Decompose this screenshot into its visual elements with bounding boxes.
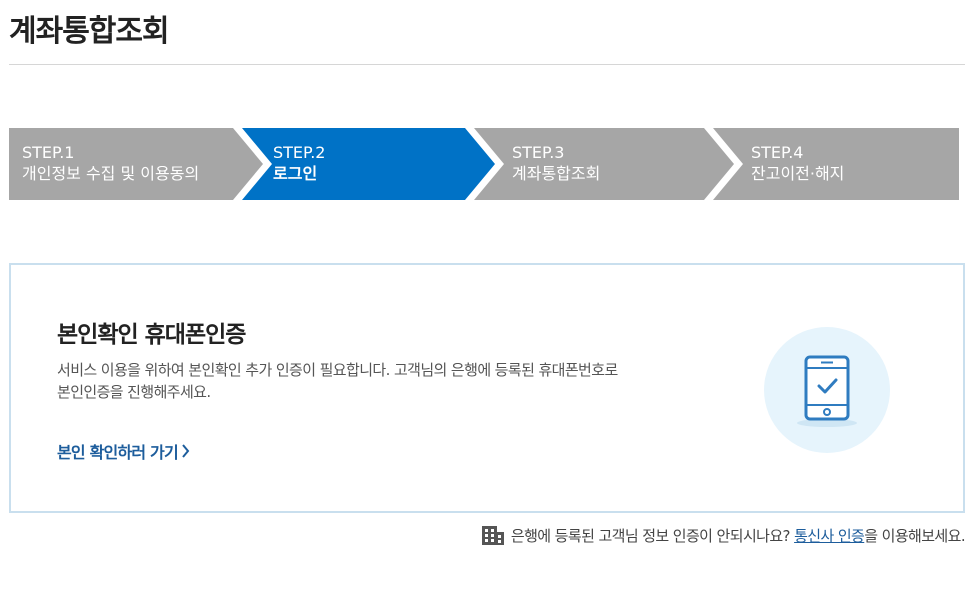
card-title: 본인확인 휴대폰인증 — [57, 322, 246, 348]
telecom-auth-note: 은행에 등록된 고객님 정보 인증이 안되시나요? 통신사 인증 을 이용해보세… — [481, 524, 966, 546]
step-2-label: 로그인 — [273, 164, 318, 183]
verify-identity-link[interactable]: 본인 확인하러 가기 — [57, 439, 190, 463]
step-2-shape — [242, 128, 495, 200]
step-2: STEP.2 로그인 — [273, 142, 325, 184]
step-3-shape — [474, 128, 734, 200]
step-3: STEP.3 계좌통합조회 — [512, 142, 600, 184]
phone-auth-card: 본인확인 휴대폰인증 서비스 이용을 위하여 본인확인 추가 인증이 필요합니다… — [9, 263, 965, 513]
step-2-number: STEP.2 — [273, 143, 326, 162]
title-divider — [9, 64, 965, 65]
card-description: 서비스 이용을 위하여 본인확인 추가 인증이 필요합니다. 고객님의 은행에 … — [57, 359, 717, 403]
telecom-auth-link[interactable]: 통신사 인증 — [794, 526, 865, 545]
telecom-note-text-before: 은행에 등록된 고객님 정보 인증이 안되시나요? — [510, 526, 795, 545]
step-4-label: 잔고이전·해지 — [751, 164, 845, 183]
mobile-phone-check-icon — [764, 327, 890, 453]
card-description-line-2: 본인인증을 진행해주세요. — [57, 383, 211, 401]
progress-stepper: STEP.1 개인정보 수집 및 이용동의 STEP.2 로그인 STEP.3 … — [9, 128, 959, 200]
page-title: 계좌통합조회 — [9, 14, 170, 49]
step-1-number: STEP.1 — [22, 143, 75, 162]
step-3-label: 계좌통합조회 — [512, 164, 601, 183]
step-1: STEP.1 개인정보 수집 및 이용동의 — [22, 142, 199, 184]
building-icon — [481, 526, 504, 545]
stepper-shapes — [9, 128, 959, 200]
card-description-line-1: 서비스 이용을 위하여 본인확인 추가 인증이 필요합니다. 고객님의 은행에 … — [57, 361, 618, 379]
step-4: STEP.4 잔고이전·해지 — [751, 142, 844, 184]
step-1-label: 개인정보 수집 및 이용동의 — [22, 164, 200, 183]
chevron-right-icon — [182, 444, 190, 458]
verify-identity-link-label: 본인 확인하러 가기 — [57, 443, 179, 462]
step-4-number: STEP.4 — [751, 143, 804, 162]
step-3-number: STEP.3 — [512, 143, 565, 162]
step-1-shape — [9, 128, 263, 200]
telecom-note-text-after: 을 이용해보세요. — [864, 526, 965, 545]
step-4-shape — [713, 128, 959, 200]
